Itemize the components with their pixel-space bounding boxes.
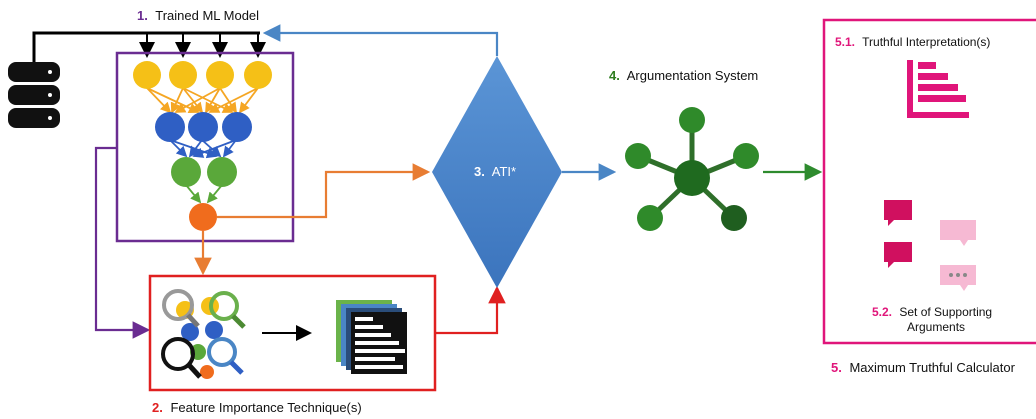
trained-model-label: 1. Trained ML Model [137, 8, 259, 23]
calculator-box [822, 18, 1036, 345]
pink-bar-chart-icon [907, 60, 969, 118]
ati-label: 3. ATI* [474, 164, 516, 179]
ati-feedback-arrow [262, 24, 499, 56]
truthful-interpretation-label: 5.1. Truthful Interpretation(s) [835, 35, 990, 49]
data-input-arrows [32, 31, 266, 62]
argumentation-label: 4. Argumentation System [609, 68, 758, 83]
neural-network-icon [133, 61, 272, 231]
ati-diamond [432, 56, 562, 288]
feature-importance-label: 2. Feature Importance Technique(s) [152, 400, 362, 415]
argument-graph-icon [625, 107, 759, 231]
supporting-args-label-line2: Arguments [907, 320, 965, 334]
model-to-fi-arrow [94, 146, 151, 339]
speech-bubble-icons [884, 200, 976, 291]
supporting-args-label: 5.2. Set of Supporting [872, 305, 992, 319]
bar-chart-stack-icon [336, 300, 407, 374]
model-output-arrows [194, 163, 431, 276]
database-icon [8, 62, 60, 128]
max-truthful-label: 5. Maximum Truthful Calculator [831, 360, 1016, 375]
fi-to-ati-arrow [435, 285, 506, 335]
magnifier-icons [161, 289, 246, 379]
